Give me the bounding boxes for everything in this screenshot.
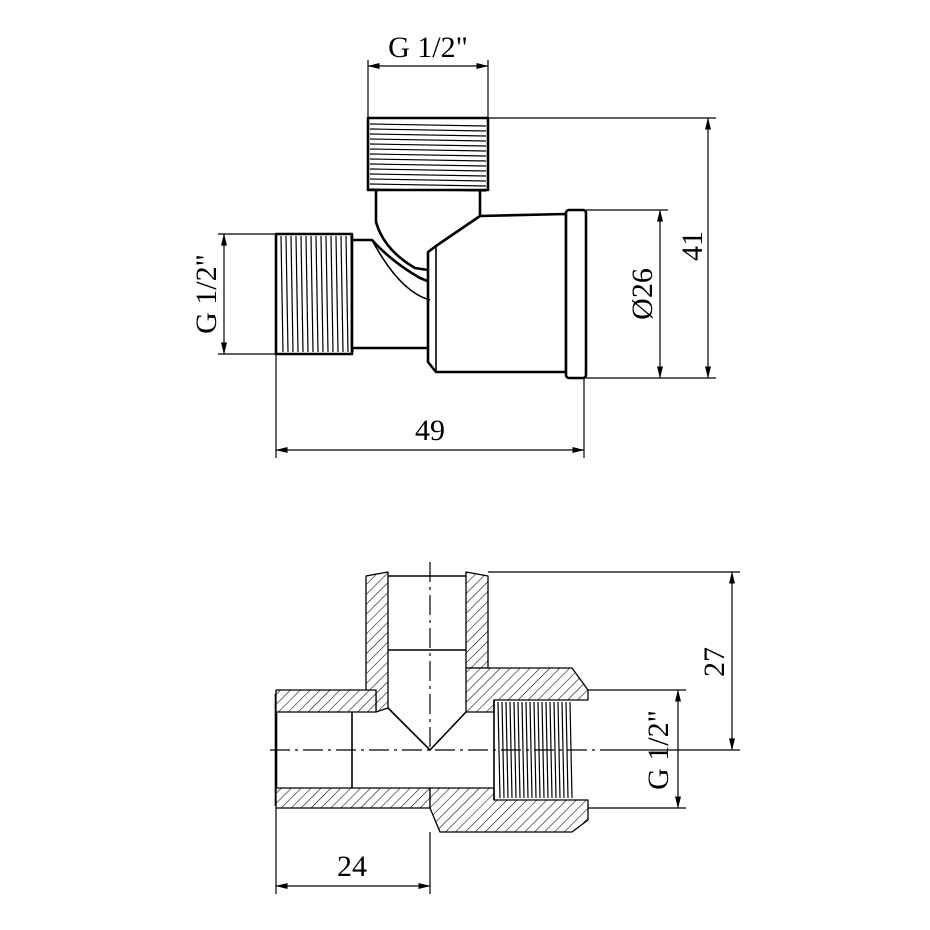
dim-left-thread: G 1/2" [190, 233, 276, 355]
top-male-thread [366, 116, 490, 272]
section-view: 27 G 1/2" 24 [270, 562, 740, 894]
dim-top-thread-label: G 1/2" [388, 31, 468, 64]
dim-left-thread-label: G 1/2" [190, 254, 223, 334]
sec-dim-length: 24 [275, 808, 431, 894]
dim-height: 41 [488, 117, 716, 379]
sec-dim-thread: G 1/2" [588, 689, 686, 809]
dim-height-label: 41 [676, 231, 709, 261]
sec-dim-height: 27 [488, 571, 740, 751]
top-view: G 1/2" G 1/2" Ø26 41 49 [190, 31, 716, 458]
dim-length-label: 49 [415, 414, 445, 447]
dim-length: 49 [275, 354, 585, 458]
dim-diameter-label: Ø26 [626, 268, 659, 320]
left-male-thread [274, 232, 354, 356]
dim-top-thread: G 1/2" [367, 31, 489, 118]
sec-dim-length-label: 24 [337, 850, 367, 883]
dim-diameter: Ø26 [586, 209, 668, 379]
tee-body [350, 208, 588, 380]
sec-dim-height-label: 27 [698, 647, 731, 677]
sec-dim-thread-label: G 1/2" [642, 710, 675, 790]
